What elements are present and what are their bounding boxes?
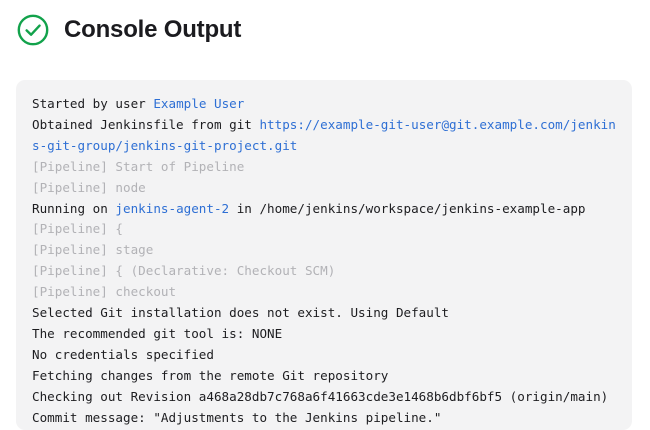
console-log-text: Obtained Jenkinsfile from git bbox=[32, 116, 260, 132]
console-log-line: Started by user Example User bbox=[32, 94, 618, 115]
console-log-text: [Pipeline] checkout bbox=[32, 284, 177, 300]
console-log-link[interactable]: https://example-git-user@git.example.com… bbox=[32, 116, 616, 153]
console-log-line: Selected Git installation does not exist… bbox=[32, 303, 618, 324]
console-log-text: in /home/jenkins/workspace/jenkins-examp… bbox=[229, 200, 586, 216]
console-log-line: [Pipeline] node bbox=[32, 178, 618, 199]
console-log-text: Commit message: "Adjustments to the Jenk… bbox=[32, 409, 442, 425]
console-log-line: Checking out Revision a468a28db7c768a6f4… bbox=[32, 387, 618, 408]
console-log-line: No credentials specified bbox=[32, 345, 618, 366]
console-log-line: [Pipeline] { (Declarative: Checkout SCM) bbox=[32, 261, 618, 282]
console-log-line: [Pipeline] checkout bbox=[32, 282, 618, 303]
console-log-line: [Pipeline] stage bbox=[32, 240, 618, 261]
console-log-line: Running on jenkins-agent-2 in /home/jenk… bbox=[32, 199, 618, 220]
console-log-link[interactable]: Example User bbox=[153, 96, 245, 111]
console-log-text: Started by user bbox=[32, 96, 154, 111]
console-log-text: Fetching changes from the remote Git rep… bbox=[32, 367, 389, 383]
console-log-text: [Pipeline] stage bbox=[32, 242, 154, 258]
console-log-line: The recommended git tool is: NONE bbox=[32, 324, 618, 345]
console-log-text: No credentials specified bbox=[32, 346, 214, 362]
console-log-text: The recommended git tool is: NONE bbox=[32, 325, 283, 341]
console-log-line: Obtained Jenkinsfile from git https://ex… bbox=[32, 115, 618, 157]
console-log-text: [Pipeline] node bbox=[32, 179, 146, 195]
console-log-text: [Pipeline] Start of Pipeline bbox=[32, 158, 245, 174]
page-header: Console Output bbox=[0, 0, 650, 46]
console-log-line: Commit message: "Adjustments to the Jenk… bbox=[32, 408, 618, 429]
console-log-text: [Pipeline] { bbox=[32, 221, 123, 237]
check-circle-icon bbox=[16, 13, 50, 47]
console-log-text: Checking out Revision a468a28db7c768a6f4… bbox=[32, 388, 609, 404]
console-log-line: [Pipeline] Start of Pipeline bbox=[32, 157, 618, 178]
page-title: Console Output bbox=[64, 16, 242, 43]
console-log-link[interactable]: jenkins-agent-2 bbox=[115, 200, 230, 216]
console-log-line: Fetching changes from the remote Git rep… bbox=[32, 366, 618, 387]
console-log-text: Running on bbox=[32, 200, 116, 216]
console-log-line: [Pipeline] { bbox=[32, 219, 618, 240]
console-log-text: [Pipeline] { (Declarative: Checkout SCM) bbox=[32, 263, 336, 279]
console-log-text: Selected Git installation does not exist… bbox=[32, 305, 450, 321]
